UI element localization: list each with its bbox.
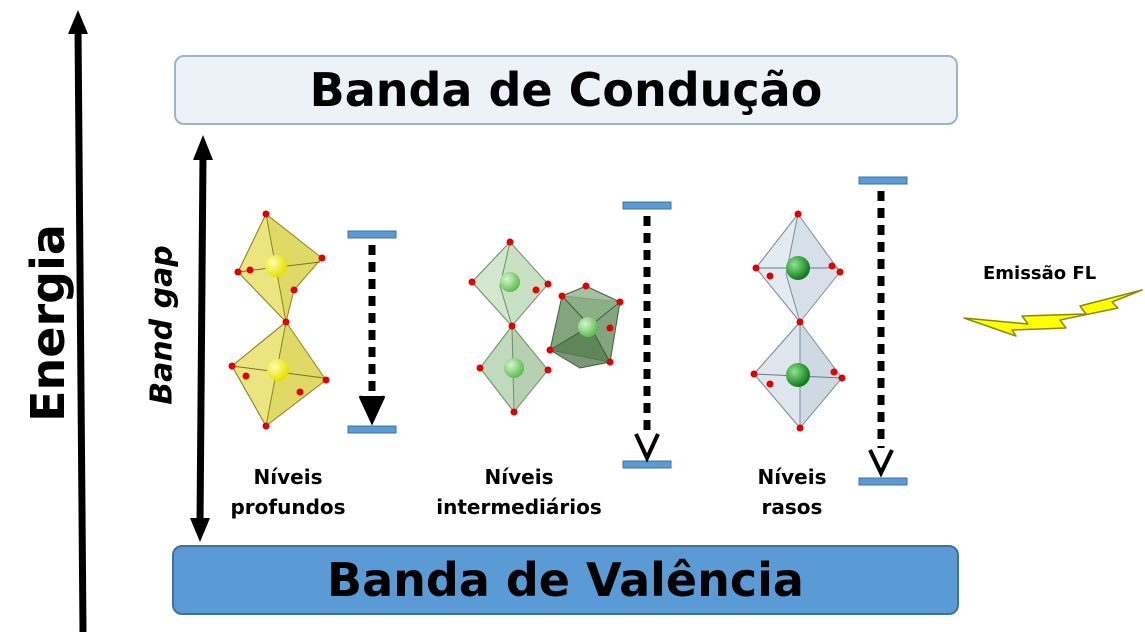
intermediate-level-octahedra xyxy=(468,238,624,416)
conduction-band-label: Banda de Condução xyxy=(309,63,823,117)
intermediate-level-transition xyxy=(622,201,672,469)
valence-band-label: Banda de Valência xyxy=(327,553,804,607)
shallow-level-octahedra xyxy=(750,210,846,432)
deep-level-label-line2: profundos xyxy=(230,495,346,519)
band-gap-arrow xyxy=(190,135,213,542)
emission-label: Emissão FL xyxy=(983,263,1097,284)
deep-level-label-line1: Níveis xyxy=(253,465,323,489)
valence-band: Banda de Valência xyxy=(172,545,959,615)
shallow-level-label-line2: rasos xyxy=(761,495,823,519)
deep-level-label: Níveis profundos xyxy=(230,462,345,522)
shallow-level-label-line1: Níveis xyxy=(757,465,827,489)
shallow-level-label: Níveis rasos xyxy=(758,462,827,522)
deep-level-transition xyxy=(347,230,397,434)
band-gap-label: Band gap xyxy=(144,245,180,405)
deep-level-octahedra xyxy=(228,210,330,430)
intermediate-level-label: Níveis intermediários xyxy=(436,462,602,522)
intermediate-level-label-line2: intermediários xyxy=(436,495,602,519)
energy-axis-label: Energia xyxy=(21,224,75,422)
lightning-icon xyxy=(963,289,1143,337)
energy-axis-arrow xyxy=(68,10,88,633)
conduction-band: Banda de Condução xyxy=(174,55,958,125)
intermediate-level-label-line1: Níveis xyxy=(484,465,554,489)
shallow-level-transition xyxy=(858,176,908,486)
